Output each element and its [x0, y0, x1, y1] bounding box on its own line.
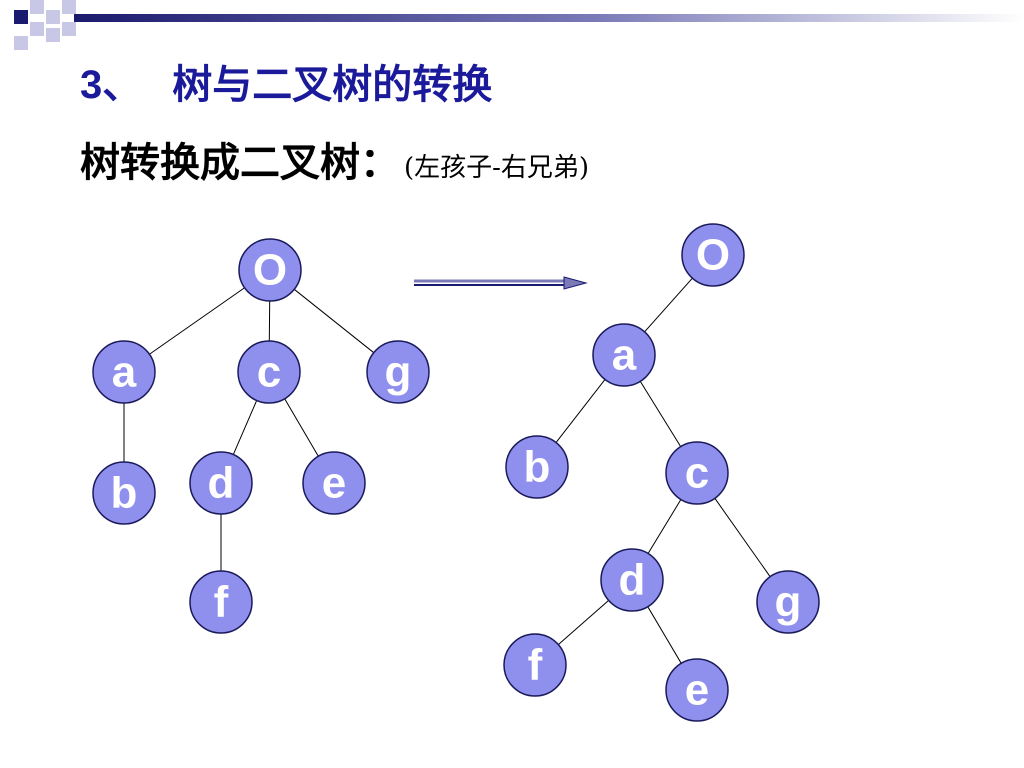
header-decoration [14, 0, 1024, 50]
title-number: 3、 [80, 63, 143, 107]
header-square [14, 36, 28, 50]
header-square [30, 22, 44, 36]
header-square [30, 0, 44, 14]
edge-c-e [284, 398, 319, 457]
edge-c-d [232, 400, 258, 455]
edge-o-root-a [644, 277, 693, 333]
node-label-b: b [111, 469, 138, 518]
node-a [592, 323, 656, 387]
node-label-g: g [775, 578, 802, 627]
node-d [600, 548, 664, 612]
node-label-e: e [685, 666, 709, 715]
node-e [302, 451, 366, 515]
node-label-c: c [685, 449, 709, 498]
node-label-b: b [524, 443, 551, 492]
header-square [14, 10, 28, 24]
header-square [46, 10, 60, 24]
node-g [366, 340, 430, 404]
node-label-o-root: O [253, 246, 287, 295]
header-gradient-bar [74, 14, 1024, 22]
node-e [665, 658, 729, 722]
slide-title: 3、树与二叉树的转换 [80, 52, 492, 110]
tree-binary: Oa b c d g f e [503, 223, 820, 722]
node-d [189, 451, 253, 515]
node-a [92, 340, 156, 404]
subtitle-text: 树转换成二叉树： [80, 140, 400, 186]
node-label-a: a [112, 348, 137, 397]
edge-c-d [647, 499, 682, 554]
node-o-root [238, 238, 302, 302]
node-label-d: d [208, 459, 235, 508]
header-square [62, 22, 76, 36]
node-label-d: d [619, 556, 646, 605]
node-f [189, 570, 253, 634]
node-label-f: f [528, 641, 543, 690]
node-label-o-root: O [696, 231, 730, 280]
title-text: 树与二叉树的转换 [172, 62, 493, 108]
edge-d-f [557, 600, 610, 645]
node-o-root [681, 223, 745, 287]
edge-o-root-a [149, 287, 245, 355]
edge-a-c [639, 381, 682, 447]
edge-d-e [647, 606, 682, 664]
node-label-f: f [214, 578, 229, 627]
header-square [62, 0, 76, 14]
node-g [756, 570, 820, 634]
node-c [237, 340, 301, 404]
edge-a-b [555, 379, 606, 443]
tree-general: Oa c g b d e f [92, 238, 430, 634]
edge-o-root-g [293, 288, 375, 354]
slide-subtitle: 树转换成二叉树：(左孩子-右兄弟) [80, 130, 589, 188]
node-label-g: g [385, 348, 412, 397]
header-square [46, 28, 60, 42]
node-label-c: c [257, 348, 281, 397]
edge-c-g [714, 498, 771, 577]
node-f [503, 633, 567, 697]
node-label-a: a [612, 331, 637, 380]
node-c [665, 441, 729, 505]
node-b [505, 435, 569, 499]
node-label-e: e [322, 459, 346, 508]
subtitle-note: (左孩子-右兄弟) [404, 153, 590, 183]
transform-arrow [414, 276, 588, 290]
node-b [92, 461, 156, 525]
